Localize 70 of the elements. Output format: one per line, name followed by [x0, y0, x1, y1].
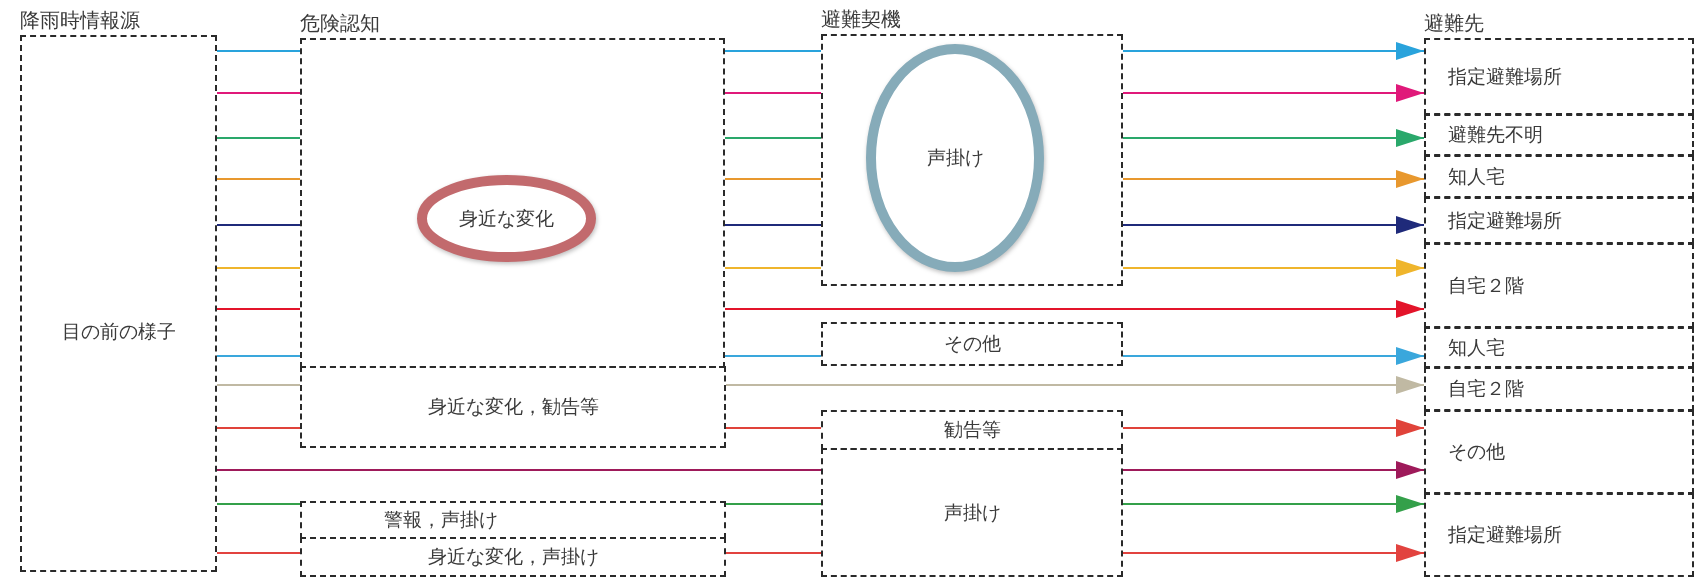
- arrow: [725, 300, 1424, 318]
- arrow: [1123, 347, 1424, 365]
- connector-line: [725, 177, 821, 181]
- connector-line: [726, 551, 821, 555]
- box-label: 警報，声掛け: [384, 507, 498, 532]
- box-label: 身近な変化，勧告等: [427, 394, 599, 419]
- box-label: 目の前の様子: [61, 319, 176, 344]
- connector-line: [726, 502, 821, 506]
- dashed-box: [1424, 197, 1694, 244]
- connector-line: [217, 91, 300, 95]
- arrow: [1123, 129, 1424, 147]
- dashed-box: [1424, 155, 1694, 198]
- arrow: [1123, 216, 1424, 234]
- connector-line: [725, 136, 821, 140]
- connector-line: [217, 49, 300, 53]
- dashed-box: [821, 448, 1123, 577]
- box-label: 指定避難場所: [1448, 207, 1562, 233]
- connector-line: [217, 307, 300, 311]
- connector-line: [217, 468, 821, 472]
- box-label: 知人宅: [1448, 334, 1505, 360]
- dashed-box: [300, 501, 726, 539]
- connector-line: [725, 266, 821, 270]
- box-label: 自宅２階: [1448, 272, 1524, 298]
- dashed-box: [821, 410, 1123, 450]
- connector-line: [217, 502, 300, 506]
- box-label: その他: [1448, 439, 1505, 464]
- dashed-box: [1424, 243, 1694, 328]
- box-label: 勧告等: [943, 417, 1001, 442]
- highlight-oval: [417, 175, 596, 262]
- dashed-box: [300, 537, 726, 577]
- arrow: [1123, 419, 1424, 437]
- box-label: 声掛け: [926, 145, 984, 170]
- box-label: 避難先不明: [1448, 122, 1543, 147]
- connector-line: [217, 551, 300, 555]
- arrow: [1123, 461, 1424, 479]
- connector-line: [725, 354, 821, 358]
- box-label: 指定避難場所: [1448, 522, 1562, 547]
- connector-line: [217, 177, 300, 181]
- dashed-box: [1424, 493, 1694, 577]
- box-label: 声掛け: [943, 499, 1001, 525]
- connector-line: [726, 426, 821, 430]
- box-label: 指定避難場所: [1448, 63, 1562, 89]
- box-label: 自宅２階: [1448, 376, 1524, 401]
- connector-line: [725, 223, 821, 227]
- highlight-oval: [866, 44, 1044, 272]
- connector-line: [725, 91, 821, 95]
- connector-line: [725, 49, 821, 53]
- box-label: 身近な変化，声掛け: [427, 544, 599, 569]
- arrow: [1123, 170, 1424, 188]
- connector-line: [217, 266, 300, 270]
- connector-line: [217, 354, 300, 358]
- dashed-box: [300, 366, 726, 448]
- dashed-box: [1424, 114, 1694, 156]
- box-label: 知人宅: [1448, 163, 1505, 189]
- arrow: [726, 376, 1424, 394]
- box-label: その他: [943, 331, 1001, 356]
- dashed-box: [1424, 367, 1694, 411]
- arrow: [1123, 544, 1424, 562]
- arrow: [1123, 495, 1424, 513]
- arrow: [1123, 84, 1424, 102]
- arrow: [1123, 259, 1424, 277]
- connector-line: [217, 383, 300, 387]
- dashed-box: [1424, 410, 1694, 494]
- connector-line: [217, 223, 300, 227]
- connector-line: [217, 136, 300, 140]
- connector-line: [217, 426, 300, 430]
- arrow: [1123, 42, 1424, 60]
- dashed-box: [1424, 327, 1694, 368]
- dashed-box: [821, 322, 1123, 366]
- box-label: 身近な変化: [459, 205, 554, 231]
